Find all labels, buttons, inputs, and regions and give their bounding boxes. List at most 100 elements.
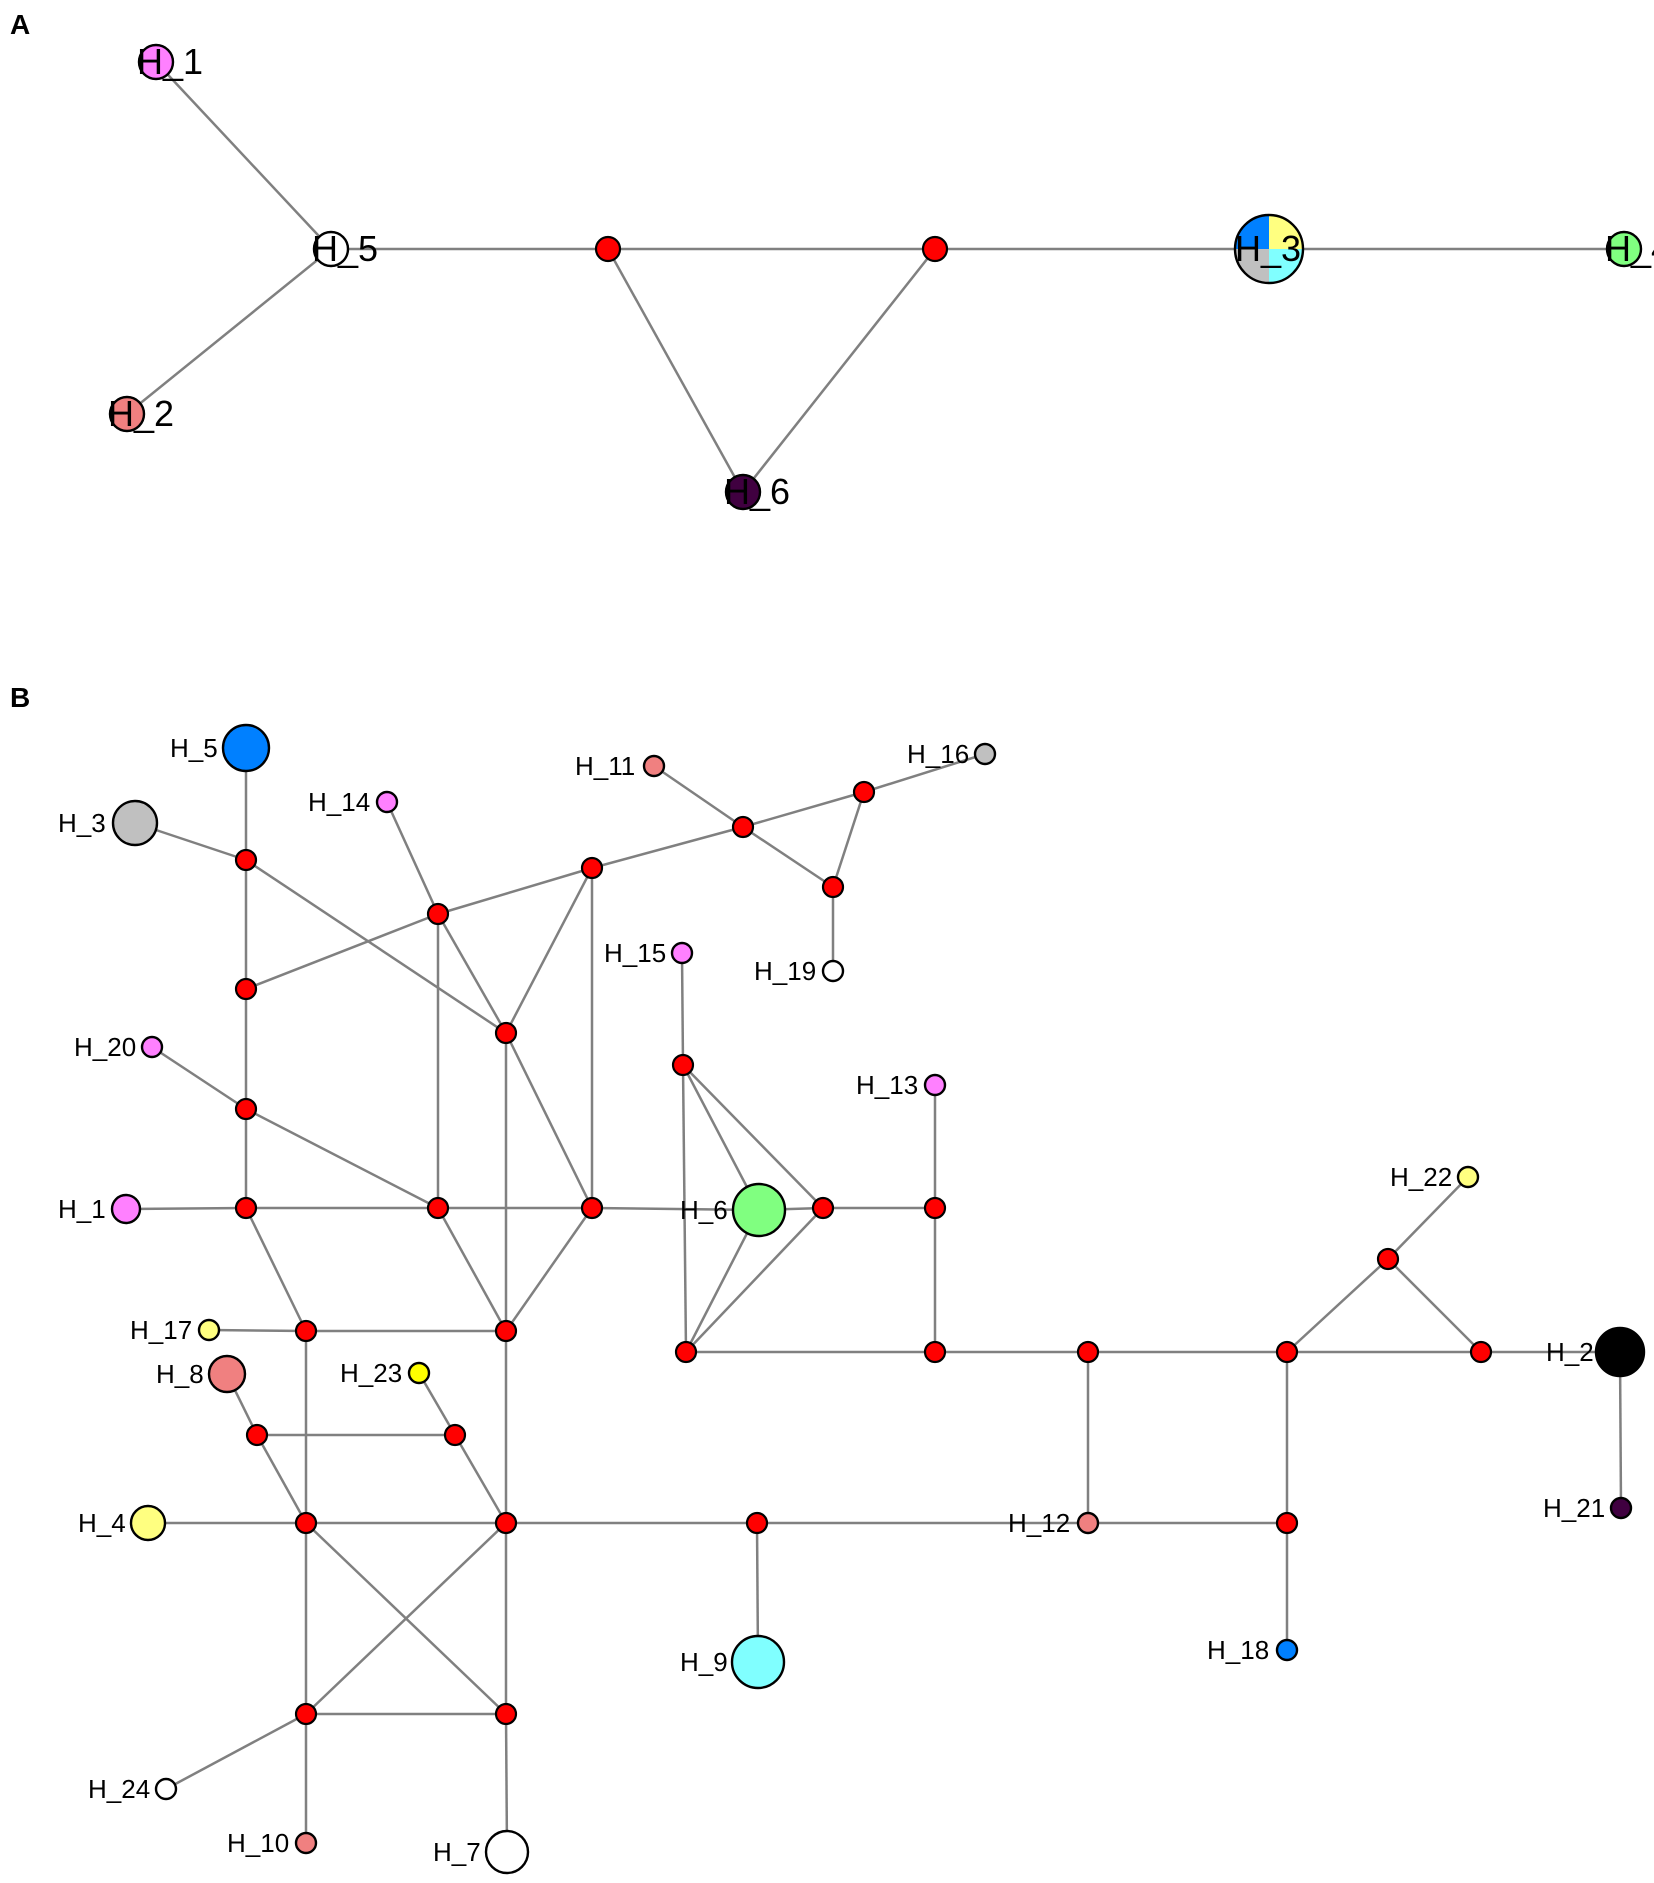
panel-b-haplotype-h6-node — [731, 1182, 787, 1238]
panel-b-haplotype-h21-node — [1609, 1496, 1633, 1520]
panel-b-edge-m13-m12 — [831, 791, 866, 888]
panel-b-haplotype-h1-label: H_1 — [58, 1194, 106, 1224]
panel-b-median-vector-m24 — [1275, 1340, 1299, 1364]
panel-b-haplotype-h22-label: H_22 — [1390, 1162, 1452, 1192]
panel-b-haplotype-h7-label: H_7 — [433, 1837, 481, 1867]
panel-b-haplotype-h14-node — [375, 790, 399, 814]
panel-b-haplotype-h15-label: H_15 — [604, 938, 666, 968]
panel-b-median-vector-m14 — [671, 1053, 695, 1077]
panel-b-edge-h15-m14 — [680, 952, 685, 1066]
panel-b-median-vector-m30 — [245, 1423, 269, 1447]
panel-b-median-vector-m16 — [811, 1196, 835, 1220]
panel-b-edge-m7-m8 — [437, 866, 593, 916]
panel-b-edge-h2-h21 — [1618, 1351, 1623, 1509]
panel-b-haplotype-h10-node — [294, 1831, 318, 1855]
panel-b-median-vector-m7 — [426, 902, 450, 926]
panel-b-median-vector-m26 — [1469, 1340, 1493, 1364]
panel-b-edge-m6-m8 — [504, 867, 594, 1034]
panel-b-haplotype-h24-label: H_24 — [88, 1774, 150, 1804]
panel-b-haplotype-h8-label: H_8 — [156, 1359, 204, 1389]
panel-b-haplotype-h20-node — [140, 1035, 164, 1059]
panel-b-haplotype-h5-node — [221, 723, 271, 773]
panel-b-median-vector-m23 — [1076, 1340, 1100, 1364]
panel-a-edge-m1-h6 — [606, 248, 745, 493]
panel-a-haplotype-h3-slice-3 — [1235, 215, 1269, 249]
panel-b-median-vector-m2 — [234, 977, 258, 1001]
panel-b-haplotype-h9-label: H_9 — [680, 1647, 728, 1677]
panel-b-haplotype-h9-node — [730, 1634, 786, 1690]
panel-b-haplotype-h2-label: H_2 — [1546, 1337, 1594, 1367]
panel-b-edge-m7-m6 — [436, 913, 508, 1034]
panel-b-median-vector-m10 — [580, 1196, 604, 1220]
panel-a-edge-m2-h6 — [742, 248, 936, 493]
panel-b-median-vector-m21 — [923, 1196, 947, 1220]
panel-a-edge-h2-h5 — [126, 248, 332, 415]
panel-a-edge-h1-h5 — [155, 61, 332, 250]
panel-b-edge-m14-m16 — [682, 1064, 824, 1209]
panel-b-median-vector-m4 — [234, 1196, 258, 1220]
panel-b-haplotype-h17-node — [197, 1318, 221, 1342]
panel-b-median-vector-m31 — [443, 1423, 467, 1447]
panel-b-haplotype-h1-node — [110, 1193, 142, 1225]
panel-b-median-vector-m25 — [1376, 1247, 1400, 1271]
panel-a-haplotype-h4-node — [1605, 230, 1643, 268]
panel-b-haplotype-h2-node — [1594, 1326, 1646, 1378]
panel-b-haplotype-h23-label: H_23 — [340, 1358, 402, 1388]
panel-a-haplotype-h3-slice-0 — [1269, 215, 1303, 249]
panel-a-median-vector-m2 — [921, 235, 949, 263]
panel-b-haplotype-h13-node — [923, 1073, 947, 1097]
panel-b-median-vector-m11 — [731, 815, 755, 839]
panel-b-edge-m3-m9 — [245, 1107, 439, 1210]
panel-a-network: H_1H_2H_3H_4H_5H_6 — [108, 41, 1654, 512]
panel-b-median-vector-m32 — [294, 1702, 318, 1726]
panel-b-edge-m25-m26 — [1387, 1258, 1482, 1353]
panel-b-edge-m11-m13 — [742, 825, 834, 889]
panel-b-network: H_1H_2H_3H_4H_5H_6H_7H_8H_9H_10H_11H_12H… — [58, 723, 1646, 1875]
panel-b-edge-m32-h24 — [165, 1712, 307, 1791]
panel-b-haplotype-h6-label: H_6 — [680, 1195, 728, 1225]
panel-b-haplotype-h17-label: H_17 — [130, 1315, 192, 1345]
panel-b-edge-m30-m19 — [255, 1434, 308, 1524]
panel-a-haplotype-h2-node — [108, 395, 146, 433]
panel-b-haplotype-h18-label: H_18 — [1207, 1635, 1269, 1665]
panel-b-haplotype-h4-label: H_4 — [78, 1508, 126, 1538]
panel-b-haplotype-h8-node — [207, 1354, 247, 1394]
panel-b-edge-h1-m5 — [125, 1206, 247, 1211]
panel-b-median-vector-m1 — [234, 848, 258, 872]
panel-b-haplotype-h11-node — [642, 754, 666, 778]
panel-a-median-vector-m1 — [594, 235, 622, 263]
panel-a-haplotype-h1-node — [137, 43, 175, 81]
panel-b-median-vector-m9 — [426, 1196, 450, 1220]
panel-b-median-vector-m22 — [923, 1340, 947, 1364]
panel-b-haplotype-h14-label: H_14 — [308, 787, 370, 817]
panel-a-haplotype-h6-label: H_6 — [724, 471, 790, 512]
panel-b-edge-m31-m20 — [453, 1434, 508, 1524]
panel-b-haplotype-h3-node — [111, 799, 159, 847]
panel-b-haplotype-h15-node — [670, 941, 694, 965]
panel-a-haplotype-h5-label: H_5 — [312, 228, 378, 269]
panel-b-median-vector-m28 — [745, 1511, 769, 1535]
panel-b-edge-h11-m11 — [653, 764, 744, 829]
panel-b-edge-m11-m12 — [742, 790, 865, 829]
panel-b-haplotype-h21-label: H_21 — [1543, 1493, 1605, 1523]
panel-a-haplotype-h3-outline — [1233, 213, 1305, 285]
panel-a-haplotype-h3-slice-1 — [1269, 249, 1303, 283]
panel-a-haplotype-h6-node — [724, 473, 762, 511]
panel-b-edge-m14-m15 — [681, 1064, 688, 1353]
panel-b-median-vector-m18 — [494, 1319, 518, 1343]
panel-b-edge-m25-h22 — [1387, 1176, 1469, 1260]
panel-b-haplotype-h23-node — [407, 1361, 431, 1385]
panel-b-haplotype-h12-label: H_12 — [1008, 1508, 1070, 1538]
panel-b-edge-h23-m31 — [417, 1372, 457, 1436]
panel-a-haplotype-h5-node — [312, 230, 350, 268]
panel-b-haplotype-h22-node — [1456, 1165, 1480, 1189]
panel-a-haplotype-h1-label: H_1 — [137, 41, 203, 82]
panel-b-haplotype-h3-label: H_3 — [58, 808, 106, 838]
panel-b-edge-m2-m7 — [245, 912, 439, 991]
panel-b-median-vector-m13 — [821, 875, 845, 899]
panel-b-haplotype-h16-node — [973, 742, 997, 766]
panel-b-median-vector-m6 — [494, 1021, 518, 1045]
panel-b-edge-m16-m15 — [685, 1207, 824, 1353]
panel-b-edge-m20-m32 — [305, 1522, 507, 1715]
